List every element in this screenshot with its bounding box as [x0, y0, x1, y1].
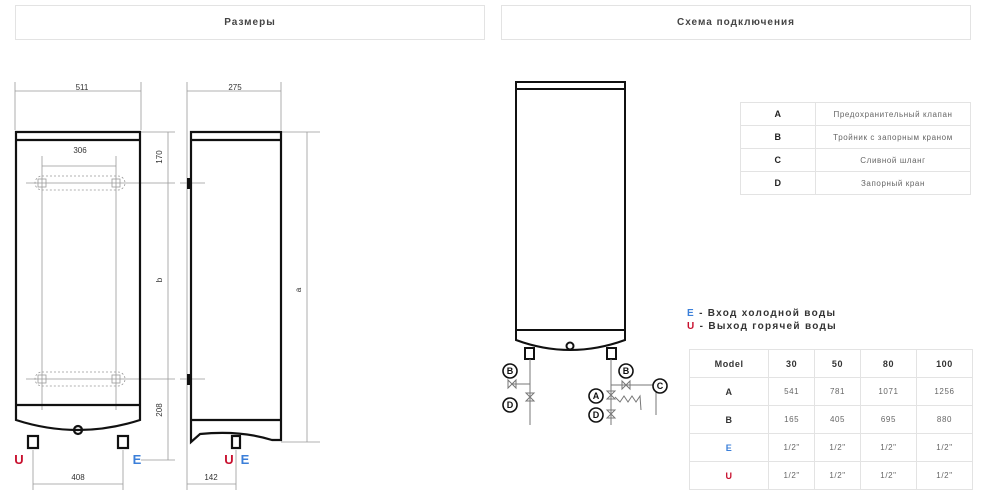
- table-row: A 541 781 1071 1256: [688, 377, 974, 406]
- model-table: Model 30 50 80 100 A 541 781 1071 1256 B…: [688, 349, 974, 490]
- table-row: B 165 405 695 880: [688, 405, 974, 434]
- dim-pipe-spacing-label: 408: [71, 473, 85, 482]
- table-header-row: Model 30 50 80 100: [688, 349, 974, 378]
- conn-label-c: C: [657, 381, 664, 391]
- dim-bottom-label: 208: [155, 403, 164, 417]
- conn-label-a: A: [593, 391, 600, 401]
- port-u-side-label: U: [224, 452, 233, 467]
- table-row: U 1/2" 1/2" 1/2" 1/2": [688, 461, 974, 490]
- port-u-label: U: [14, 452, 23, 467]
- table-row: E 1/2" 1/2" 1/2" 1/2": [688, 433, 974, 462]
- tab-connection-scheme[interactable]: Схема подключения: [501, 5, 971, 40]
- port-e-side-label: E: [241, 452, 250, 467]
- dim-width-label: 511: [76, 83, 89, 92]
- conn-label-b-right: B: [623, 366, 630, 376]
- connection-drawing: B D B A D C: [502, 81, 668, 425]
- dimensions-drawing: 511 306 170 b 208 408 275 a 142 U E U E: [14, 82, 320, 490]
- dim-top-label: 170: [155, 150, 164, 164]
- conn-label-b-left: B: [507, 366, 514, 376]
- dim-b-label: b: [155, 277, 164, 282]
- conn-label-d-left: D: [507, 400, 514, 410]
- ports-legend: E - Вход холодной воды U - Выход горячей…: [687, 308, 838, 332]
- dim-offset-label: 142: [204, 473, 218, 482]
- dim-mount-spacing-label: 306: [73, 146, 87, 155]
- port-e-label: E: [133, 452, 142, 467]
- conn-label-d-right: D: [593, 410, 600, 420]
- dim-a-label: a: [294, 287, 303, 292]
- tab-dimensions[interactable]: Размеры: [15, 5, 485, 40]
- dim-depth-label: 275: [228, 83, 242, 92]
